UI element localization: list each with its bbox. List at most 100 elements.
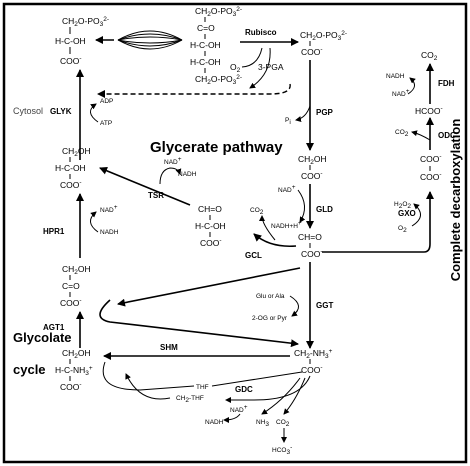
- svg-text:NADH: NADH: [386, 73, 405, 80]
- molecule-glycolate: CH2OH COO-: [298, 154, 327, 181]
- svg-text:ATP: ATP: [100, 120, 112, 127]
- svg-text:COO-: COO-: [60, 55, 82, 66]
- arrow-ch2thf-loop: [102, 361, 195, 391]
- svg-text:O2: O2: [230, 62, 241, 74]
- enzyme-rubisco: Rubisco: [245, 28, 277, 37]
- svg-text:NAD+: NAD+: [100, 204, 118, 214]
- molecule-2-phosphoglycolate: CH2O-PO32- COO-: [300, 30, 347, 57]
- arrow-3pga-recycle: [97, 83, 291, 98]
- svg-text:CH2OH: CH2OH: [62, 146, 91, 158]
- arrow-co2-odc: [411, 130, 431, 141]
- enzyme-hpr1: HPR1: [43, 227, 65, 236]
- enzyme-ggt: GGT: [316, 301, 333, 310]
- svg-text:COO-: COO-: [301, 364, 323, 375]
- title-glycolate-line1: Glycolate: [13, 330, 72, 345]
- molecule-glyoxylate: CH=O COO-: [298, 232, 323, 259]
- svg-text:CH2-THF: CH2-THF: [176, 395, 204, 404]
- arrow-gdc-thf: [211, 371, 303, 387]
- svg-text:CH2OH: CH2OH: [62, 348, 91, 360]
- svg-text:COO-: COO-: [60, 179, 82, 190]
- enzyme-odc: ODC: [438, 131, 456, 140]
- arrow-glyoxylate-to-gxo: [322, 191, 434, 253]
- svg-text:NADH+H+: NADH+H+: [271, 220, 302, 230]
- svg-text:NAD+: NAD+: [278, 184, 296, 194]
- arrow-co2-gcl: [259, 215, 276, 241]
- enzyme-agt1: AGT1: [43, 323, 65, 332]
- rubp-icon: [117, 30, 183, 50]
- title-complete-decarboxylation: Complete decarboxylation: [448, 119, 463, 282]
- svg-text:C=O: C=O: [62, 281, 80, 291]
- svg-text:CH2-NH3+: CH2-NH3+: [294, 348, 333, 360]
- molecule-co2-product: CO2: [421, 50, 438, 62]
- svg-text:CH=O: CH=O: [198, 204, 222, 214]
- svg-text:CH2O-PO32-: CH2O-PO32-: [62, 16, 109, 28]
- enzyme-pgp: PGP: [316, 108, 334, 117]
- enzyme-tsr: TSR: [148, 191, 164, 200]
- arrow-ch2thf-to-ser: [125, 373, 171, 400]
- enzyme-shm: SHM: [160, 343, 178, 352]
- svg-text:2-OG or Pyr: 2-OG or Pyr: [252, 315, 288, 322]
- svg-text:COO-: COO-: [60, 381, 82, 392]
- svg-text:NADH: NADH: [100, 229, 119, 236]
- svg-text:COO-: COO-: [420, 153, 442, 164]
- svg-text:H-C-OH: H-C-OH: [195, 221, 226, 231]
- title-glycerate-pathway: Glycerate pathway: [150, 139, 283, 156]
- svg-text:COO-: COO-: [420, 171, 442, 182]
- svg-text:Glu or Ala: Glu or Ala: [256, 293, 285, 300]
- label-cytosol: Cytosol: [13, 106, 43, 116]
- svg-text:NH3: NH3: [256, 419, 269, 428]
- enzyme-fdh: FDH: [438, 79, 455, 88]
- molecule-tartronic-semialdehyde: CH=O H-C-OH COO-: [195, 204, 226, 248]
- svg-text:CH2O-PO32-: CH2O-PO32-: [195, 74, 242, 86]
- svg-text:NAD+: NAD+: [164, 156, 182, 166]
- arrow-o2-gxo: [411, 203, 421, 227]
- arrow-nad-fdh: [407, 77, 416, 95]
- svg-text:ADP: ADP: [100, 98, 113, 105]
- arrow-o2-in: [241, 47, 263, 68]
- molecule-oxalate: COO- COO-: [420, 153, 442, 182]
- arrow-cross-upper: [117, 267, 301, 307]
- svg-text:NAD+: NAD+: [392, 88, 410, 98]
- svg-text:COO-: COO-: [301, 248, 323, 259]
- molecule-formate: HCOO-: [415, 105, 443, 116]
- svg-text:NADH: NADH: [205, 419, 224, 426]
- molecule-serine: CH2OH H-C-NH3+ COO-: [55, 348, 93, 392]
- arrow-gdc-ch2thf: [225, 375, 311, 403]
- title-glycolate-line2: cycle: [13, 362, 46, 377]
- molecule-rubp: CH2O-PO32- C=O H-C-OH H-C-OH CH2O-PO32-: [190, 6, 242, 86]
- svg-text:H-C-OH: H-C-OH: [190, 57, 221, 67]
- arrow-nh3: [261, 377, 301, 415]
- svg-text:H-C-OH: H-C-OH: [55, 36, 86, 46]
- svg-text:Pi: Pi: [285, 117, 291, 126]
- arrow-3pga-out: [249, 47, 271, 89]
- svg-text:COO-: COO-: [301, 170, 323, 181]
- svg-text:COO-: COO-: [60, 297, 82, 308]
- svg-text:COO-: COO-: [301, 46, 323, 57]
- svg-text:CH2OH: CH2OH: [298, 154, 327, 166]
- svg-text:COO-: COO-: [200, 237, 222, 248]
- enzyme-glyk: GLYK: [50, 107, 72, 116]
- svg-text:THF: THF: [196, 384, 209, 391]
- svg-text:CO2: CO2: [395, 129, 409, 138]
- enzyme-gld: GLD: [316, 205, 333, 214]
- arrow-atp-glyk: [90, 103, 99, 123]
- arrow-tsr: [99, 166, 191, 206]
- svg-text:NAD+: NAD+: [230, 404, 248, 414]
- svg-text:NADH: NADH: [178, 171, 197, 178]
- arrow-co2: [283, 377, 306, 415]
- svg-text:CH2O-PO32-: CH2O-PO32-: [195, 6, 242, 18]
- molecule-glycerate: CH2OH H-C-OH COO-: [55, 146, 91, 190]
- svg-text:CO2: CO2: [250, 207, 264, 216]
- molecule-hydroxypyruvate: CH2OH C=O COO-: [60, 264, 91, 308]
- svg-text:CO2: CO2: [276, 419, 290, 428]
- svg-text:H2O2: H2O2: [394, 201, 411, 210]
- svg-text:H-C-NH3+: H-C-NH3+: [55, 365, 93, 377]
- arrow-pi-out: [295, 105, 311, 122]
- svg-text:H-C-OH: H-C-OH: [190, 40, 221, 50]
- arrow-cross-lower: [99, 299, 299, 348]
- svg-text:CH=O: CH=O: [298, 232, 322, 242]
- arrow-glu-ggt: [289, 295, 299, 317]
- molecule-glycine: CH2-NH3+ COO-: [294, 348, 333, 375]
- arrow-nad-tsr: [159, 167, 182, 185]
